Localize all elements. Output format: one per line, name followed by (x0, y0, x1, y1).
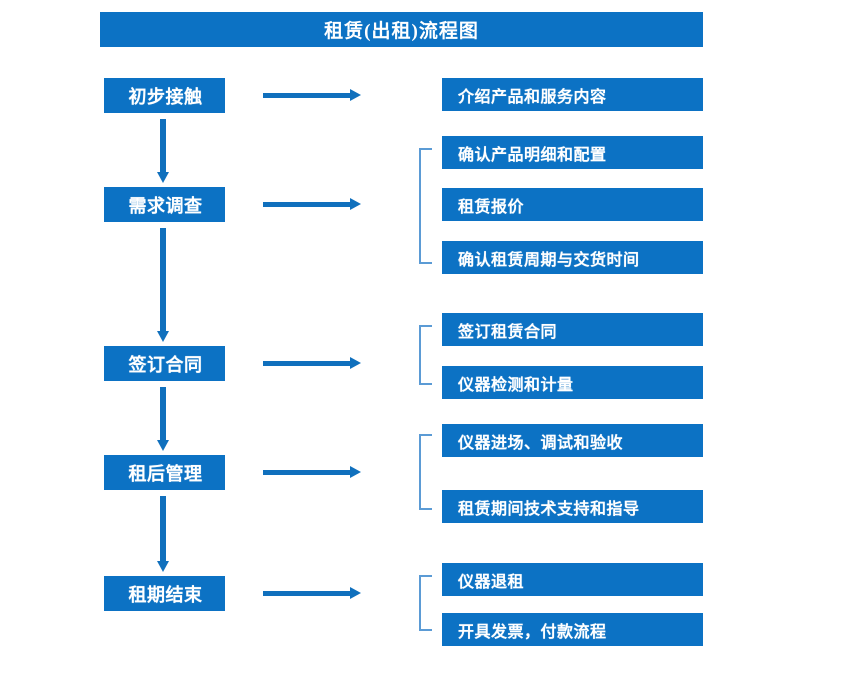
group-bracket-icon-2 (419, 325, 432, 385)
down-arrow-icon-4 (157, 496, 169, 572)
right-arrow-icon-2 (263, 198, 361, 211)
detail-box-1[interactable]: 介绍产品和服务内容 (442, 78, 703, 111)
right-arrow-icon-1 (263, 89, 361, 102)
stage-box-1[interactable]: 初步接触 (104, 78, 225, 113)
stage-box-5[interactable]: 租期结束 (104, 576, 225, 611)
detail-box-5[interactable]: 签订租赁合同 (442, 313, 703, 346)
detail-box-6[interactable]: 仪器检测和计量 (442, 366, 703, 399)
group-bracket-icon-3 (419, 434, 432, 510)
group-bracket-icon-4 (419, 575, 432, 631)
down-arrow-icon-2 (157, 228, 169, 342)
detail-box-8[interactable]: 租赁期间技术支持和指导 (442, 490, 703, 523)
diagram-title: 租赁(出租)流程图 (100, 12, 703, 47)
stage-box-3[interactable]: 签订合同 (104, 346, 225, 381)
right-arrow-icon-5 (263, 587, 361, 600)
detail-box-4[interactable]: 确认租赁周期与交货时间 (442, 241, 703, 274)
right-arrow-icon-3 (263, 357, 361, 370)
right-arrow-icon-4 (263, 466, 361, 479)
stage-box-4[interactable]: 租后管理 (104, 455, 225, 490)
detail-box-10[interactable]: 开具发票，付款流程 (442, 613, 703, 646)
down-arrow-icon-3 (157, 387, 169, 451)
down-arrow-icon-1 (157, 119, 169, 183)
stage-box-2[interactable]: 需求调查 (104, 187, 225, 222)
detail-box-7[interactable]: 仪器进场、调试和验收 (442, 424, 703, 457)
group-bracket-icon-1 (419, 148, 432, 264)
detail-box-9[interactable]: 仪器退租 (442, 563, 703, 596)
detail-box-2[interactable]: 确认产品明细和配置 (442, 136, 703, 169)
detail-box-3[interactable]: 租赁报价 (442, 188, 703, 221)
